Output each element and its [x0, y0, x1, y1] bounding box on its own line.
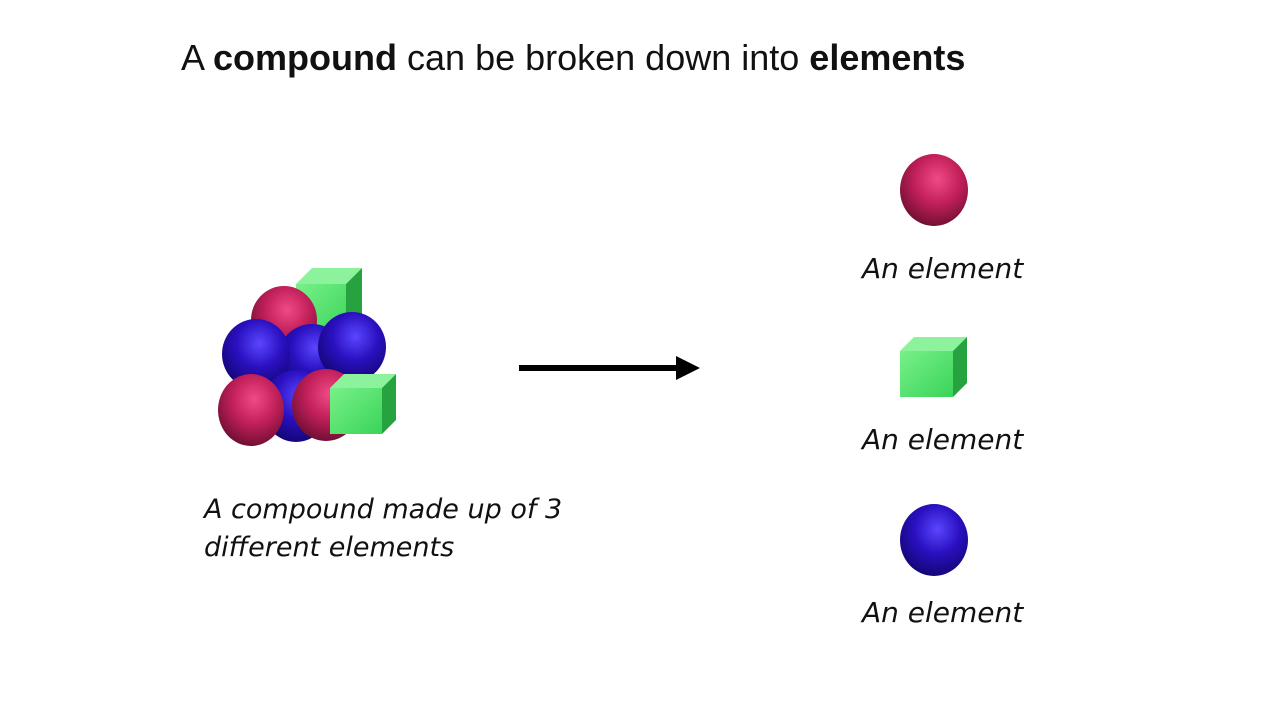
element-label-3: An element	[862, 596, 1024, 629]
element-blue-sphere	[900, 504, 968, 576]
arrow	[519, 356, 700, 380]
title-bold-elements: elements	[809, 37, 966, 78]
compound-sphere-blue-right	[318, 312, 386, 382]
element-label-1: An element	[862, 252, 1024, 285]
element-label-2: An element	[862, 423, 1024, 456]
title-bold-compound: compound	[213, 37, 398, 78]
compound-caption: A compound made up of 3 different elemen…	[204, 494, 563, 563]
compound-sphere-blue-left	[222, 319, 290, 389]
slide-title: A compound can be broken down into eleme…	[181, 36, 965, 79]
compound-sphere-red-left	[218, 374, 284, 446]
compound-cube-front	[330, 374, 396, 434]
title-middle: can be broken down into	[397, 37, 810, 78]
title-prefix: A	[181, 37, 214, 78]
element-green-cube	[900, 337, 967, 397]
compound-cluster	[218, 268, 396, 446]
element-red-sphere	[900, 154, 968, 226]
